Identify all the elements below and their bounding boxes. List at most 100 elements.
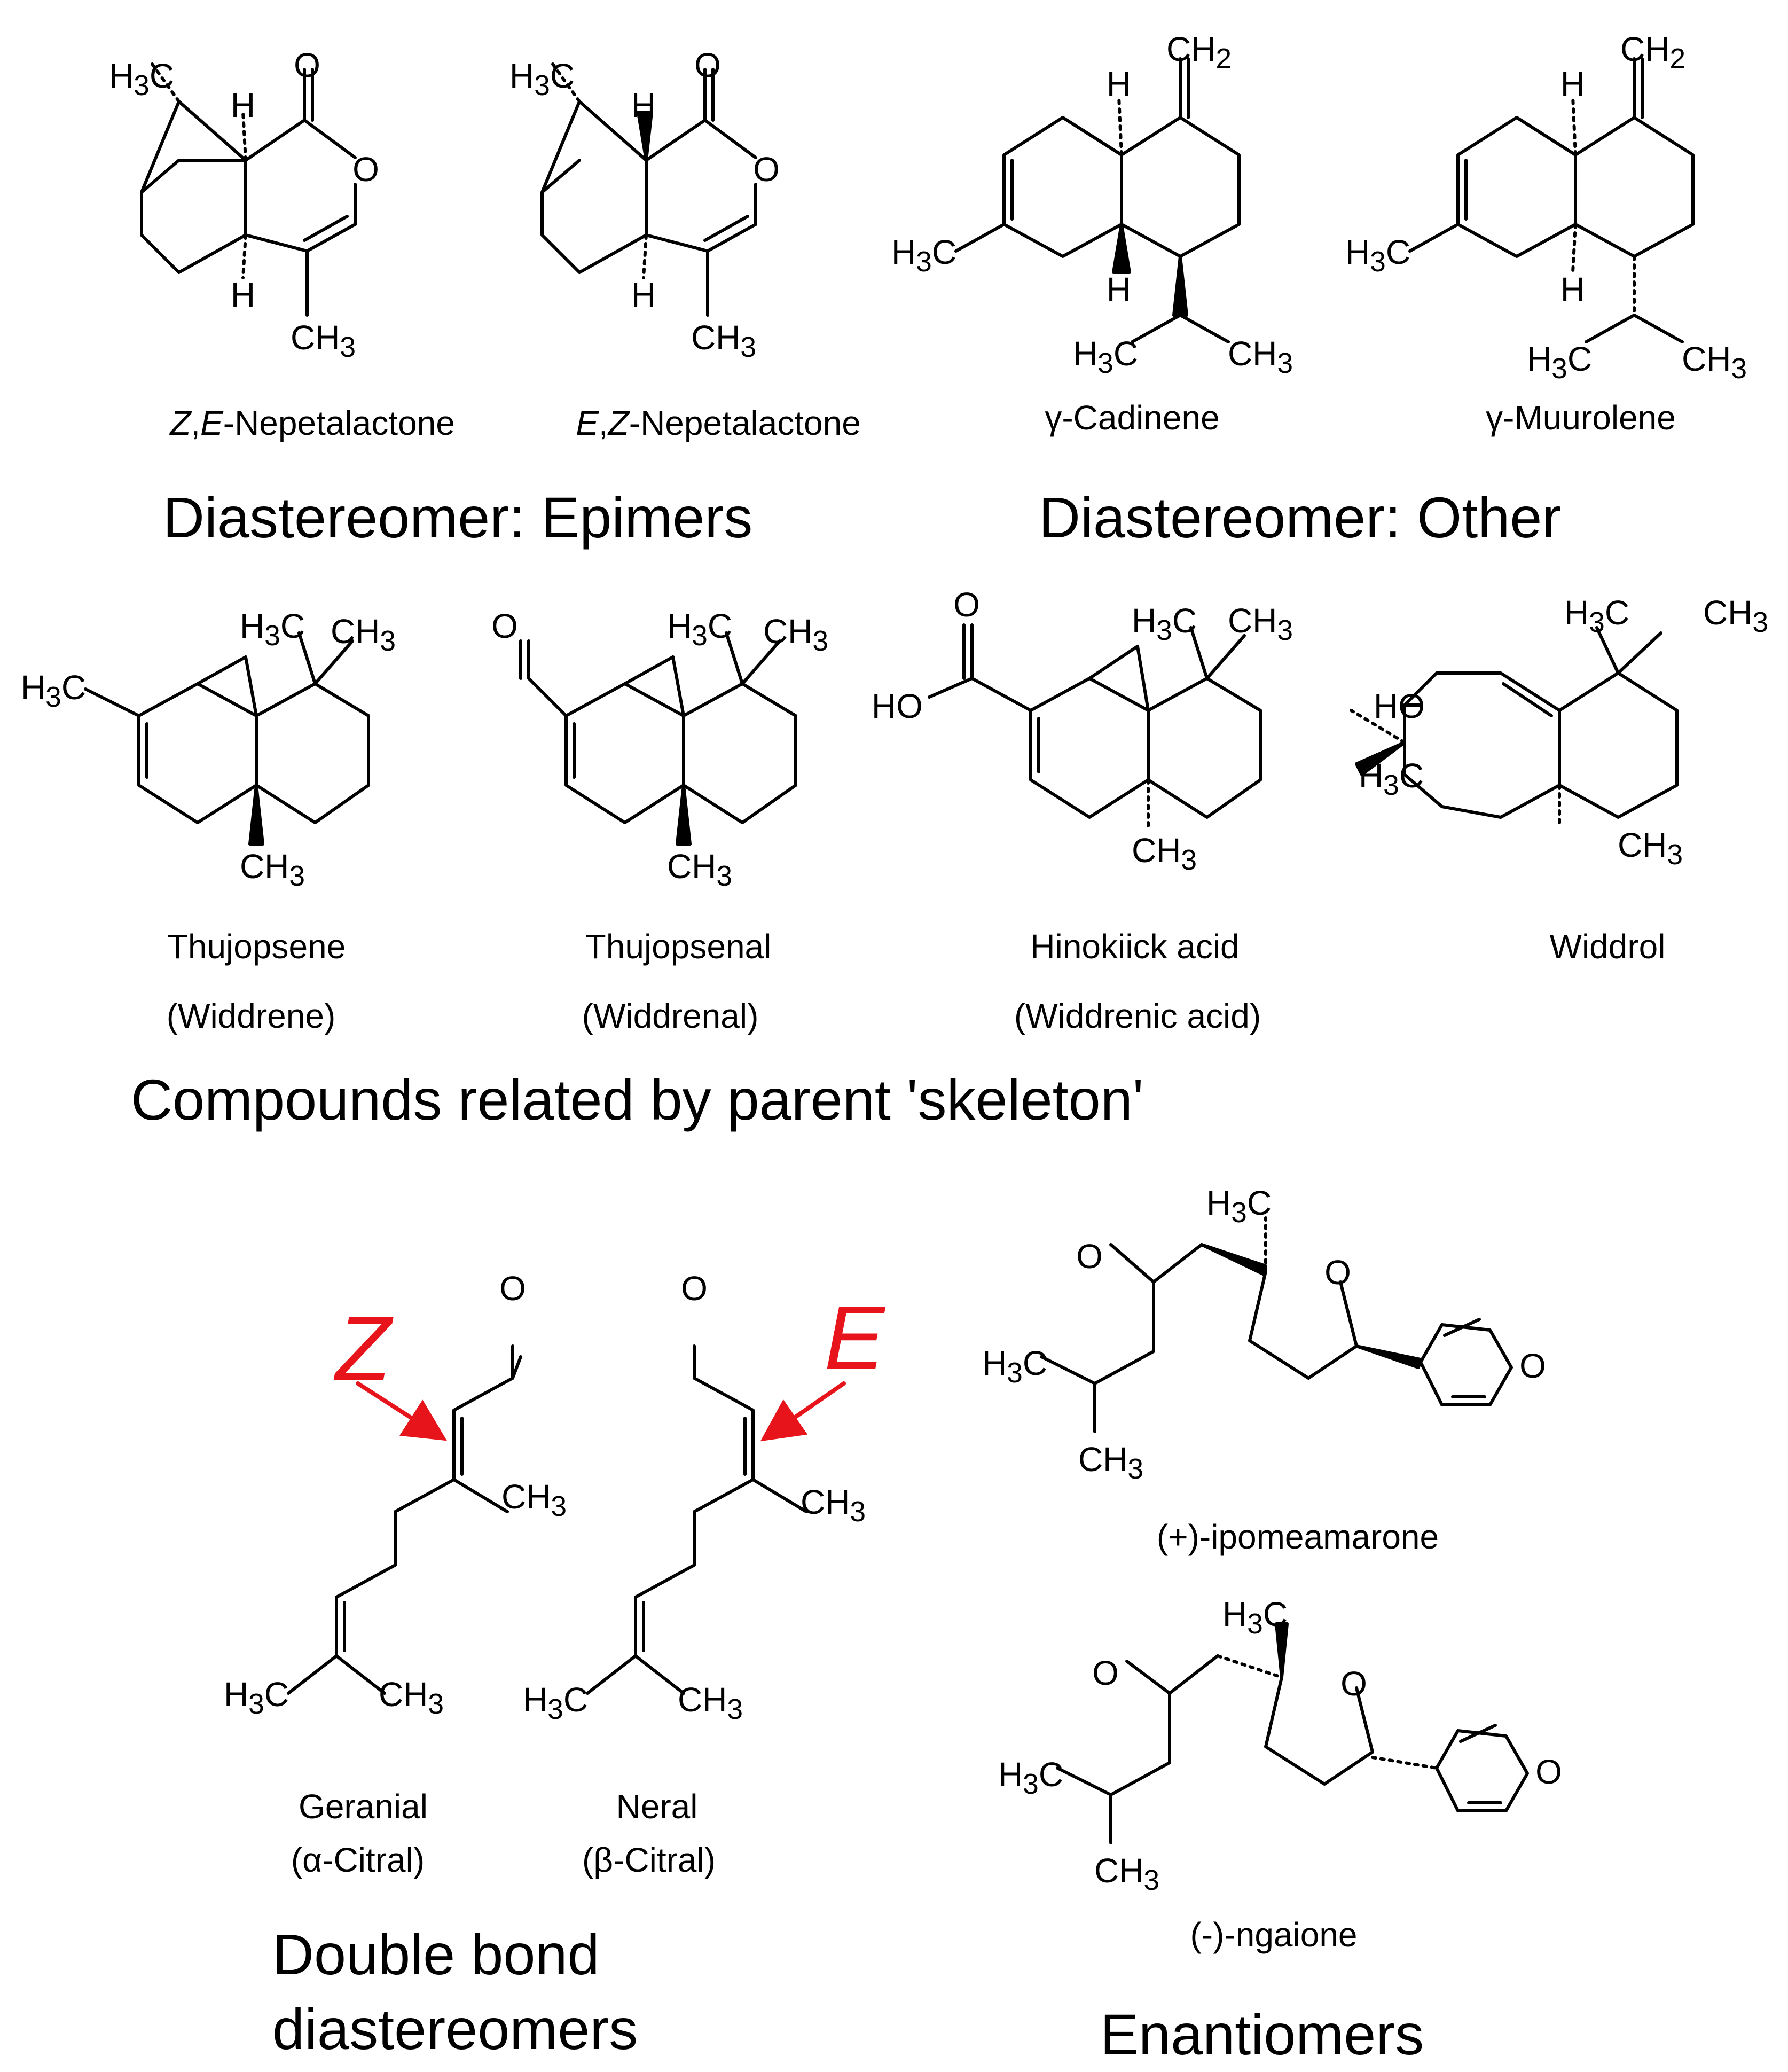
atom-ho: HO	[1374, 687, 1425, 725]
compound-alt-geranial: (α-Citral)	[291, 1841, 425, 1879]
atom-ch3: CH3	[1078, 1440, 1144, 1485]
atom-o: O	[1324, 1253, 1351, 1292]
atom-h3c: H3C	[1526, 340, 1593, 385]
compound-name-thujopsenal: Thujopsenal	[585, 927, 772, 966]
atom-h3c: H3C	[1564, 593, 1630, 638]
atom-h3c: H3C	[223, 1675, 289, 1720]
widdrol-structure	[1350, 626, 1679, 830]
atom-h3c: H3C	[982, 1344, 1048, 1389]
atom-o: O	[499, 1269, 526, 1308]
compound-name-thujopsene: Thujopsene	[167, 927, 346, 966]
atom-o: O	[1535, 1753, 1562, 1791]
atom-h: H	[1560, 270, 1586, 309]
compound-name-muurolene: γ-Muurolene	[1486, 398, 1676, 437]
atom-h3c: H3C	[509, 57, 575, 101]
thujopsene-structure	[84, 631, 370, 846]
compound-alt-hinokiic: (Widdrenic acid)	[1014, 997, 1261, 1035]
atom-o: O	[1092, 1654, 1119, 1692]
atom-ch3: CH3	[1094, 1851, 1160, 1896]
atom-o: O	[1340, 1664, 1367, 1703]
atom-o: O	[294, 46, 320, 84]
atom-ch3: CH3	[1703, 593, 1769, 638]
heading-enantiomers: Enantiomers	[1100, 2002, 1424, 2067]
atom-h: H	[1106, 65, 1132, 103]
atom-o: O	[753, 150, 780, 189]
atom-h: H	[230, 276, 256, 314]
atom-h3c: H3C	[1358, 756, 1424, 801]
atom-h3c: H3C	[108, 57, 175, 101]
atom-ch3: CH3	[239, 847, 305, 892]
compound-name-neral: Neral	[616, 1787, 698, 1826]
atom-ch2: CH2	[1166, 30, 1232, 75]
atom-h3c: H3C	[1206, 1184, 1272, 1229]
atom-ch3: CH3	[290, 318, 356, 363]
heading-diastereomers: diastereomers	[272, 1997, 638, 2061]
thujopsenal-structure	[519, 631, 797, 846]
atom-h: H	[1106, 270, 1132, 309]
atom-ch3: CH3	[1617, 826, 1683, 871]
geranial-structure	[287, 1344, 522, 1695]
cadinene-structure	[954, 57, 1241, 343]
atom-h: H	[631, 276, 656, 314]
atom-ch3: CH3	[1227, 601, 1293, 646]
atom-o: O	[681, 1269, 708, 1308]
atom-ch3: CH3	[677, 1680, 743, 1725]
atom-ch3: CH3	[1131, 831, 1197, 876]
ez-nepetalactone-structure	[540, 62, 757, 317]
compound-name-ez-nepetalactone: E,Z-Nepetalactone	[576, 404, 861, 442]
atom-h3c: H3C	[891, 233, 957, 278]
atom-h3c: H3C	[998, 1755, 1064, 1800]
atom-ch3: CH3	[1681, 340, 1747, 385]
atom-ch3: CH3	[763, 612, 829, 657]
ipomeamarone-structure	[1040, 1216, 1513, 1433]
atom-o: O	[491, 607, 518, 645]
atom-h3c: H3C	[522, 1680, 589, 1725]
e-arrow	[760, 1381, 846, 1442]
atom-h3c: H3C	[20, 668, 87, 713]
atom-o: O	[953, 585, 980, 624]
compound-name-cadinene: γ-Cadinene	[1045, 398, 1220, 437]
muurolene-structure	[1408, 57, 1695, 343]
atom-o: O	[1076, 1237, 1103, 1276]
atom-ch3: CH3	[501, 1477, 567, 1522]
atom-h3c: H3C	[1222, 1595, 1288, 1640]
heading-skeleton: Compounds related by parent 'skeleton'	[131, 1067, 1144, 1132]
atom-h3c: H3C	[1131, 601, 1197, 646]
atom-ch3: CH3	[330, 612, 396, 657]
compound-alt-thujopsenal: (Widdrenal)	[582, 997, 759, 1035]
compound-name-hinokiic: Hinokiick acid	[1030, 927, 1240, 966]
atom-o: O	[352, 150, 379, 189]
hinokiic-acid-structure	[928, 623, 1262, 830]
compound-alt-thujopsene: (Widdrene)	[166, 997, 336, 1035]
atom-ch3: CH3	[378, 1675, 444, 1720]
compound-name-geranial: Geranial	[299, 1787, 428, 1826]
z-marker: Z	[335, 1298, 391, 1399]
heading-double-bond: Double bond	[272, 1922, 600, 1987]
compound-name-ipomeamarone: (+)-ipomeamarone	[1156, 1518, 1439, 1556]
compound-name-ngaione: (-)-ngaione	[1190, 1915, 1358, 1954]
compound-alt-neral: (β-Citral)	[582, 1841, 716, 1879]
atom-h: H	[1560, 65, 1586, 103]
neral-structure	[586, 1344, 808, 1695]
compound-name-widdrol: Widdrol	[1549, 927, 1666, 966]
atom-h3c: H3C	[666, 607, 733, 652]
compound-name-ze-nepetalactone: Z,E-Nepetalactone	[170, 404, 455, 442]
atom-h3c: H3C	[1072, 334, 1139, 379]
atom-h3c: H3C	[1345, 233, 1411, 278]
atom-h: H	[631, 86, 656, 124]
atom-ch3: CH3	[1227, 334, 1293, 379]
ngaione-structure	[1056, 1622, 1529, 1844]
heading-other: Diastereomer: Other	[1039, 485, 1562, 550]
atom-h: H	[230, 86, 256, 124]
ze-nepetalactone-structure	[140, 62, 357, 317]
atom-ch3: CH3	[691, 318, 757, 363]
e-marker: E	[824, 1287, 885, 1389]
atom-ch3: CH3	[666, 847, 733, 892]
atom-ho: HO	[872, 687, 923, 725]
z-arrow	[356, 1381, 447, 1441]
atom-ch3: CH3	[800, 1483, 866, 1528]
atom-ch2: CH2	[1620, 30, 1686, 75]
atom-o: O	[1519, 1347, 1546, 1385]
atom-o: O	[694, 46, 721, 84]
